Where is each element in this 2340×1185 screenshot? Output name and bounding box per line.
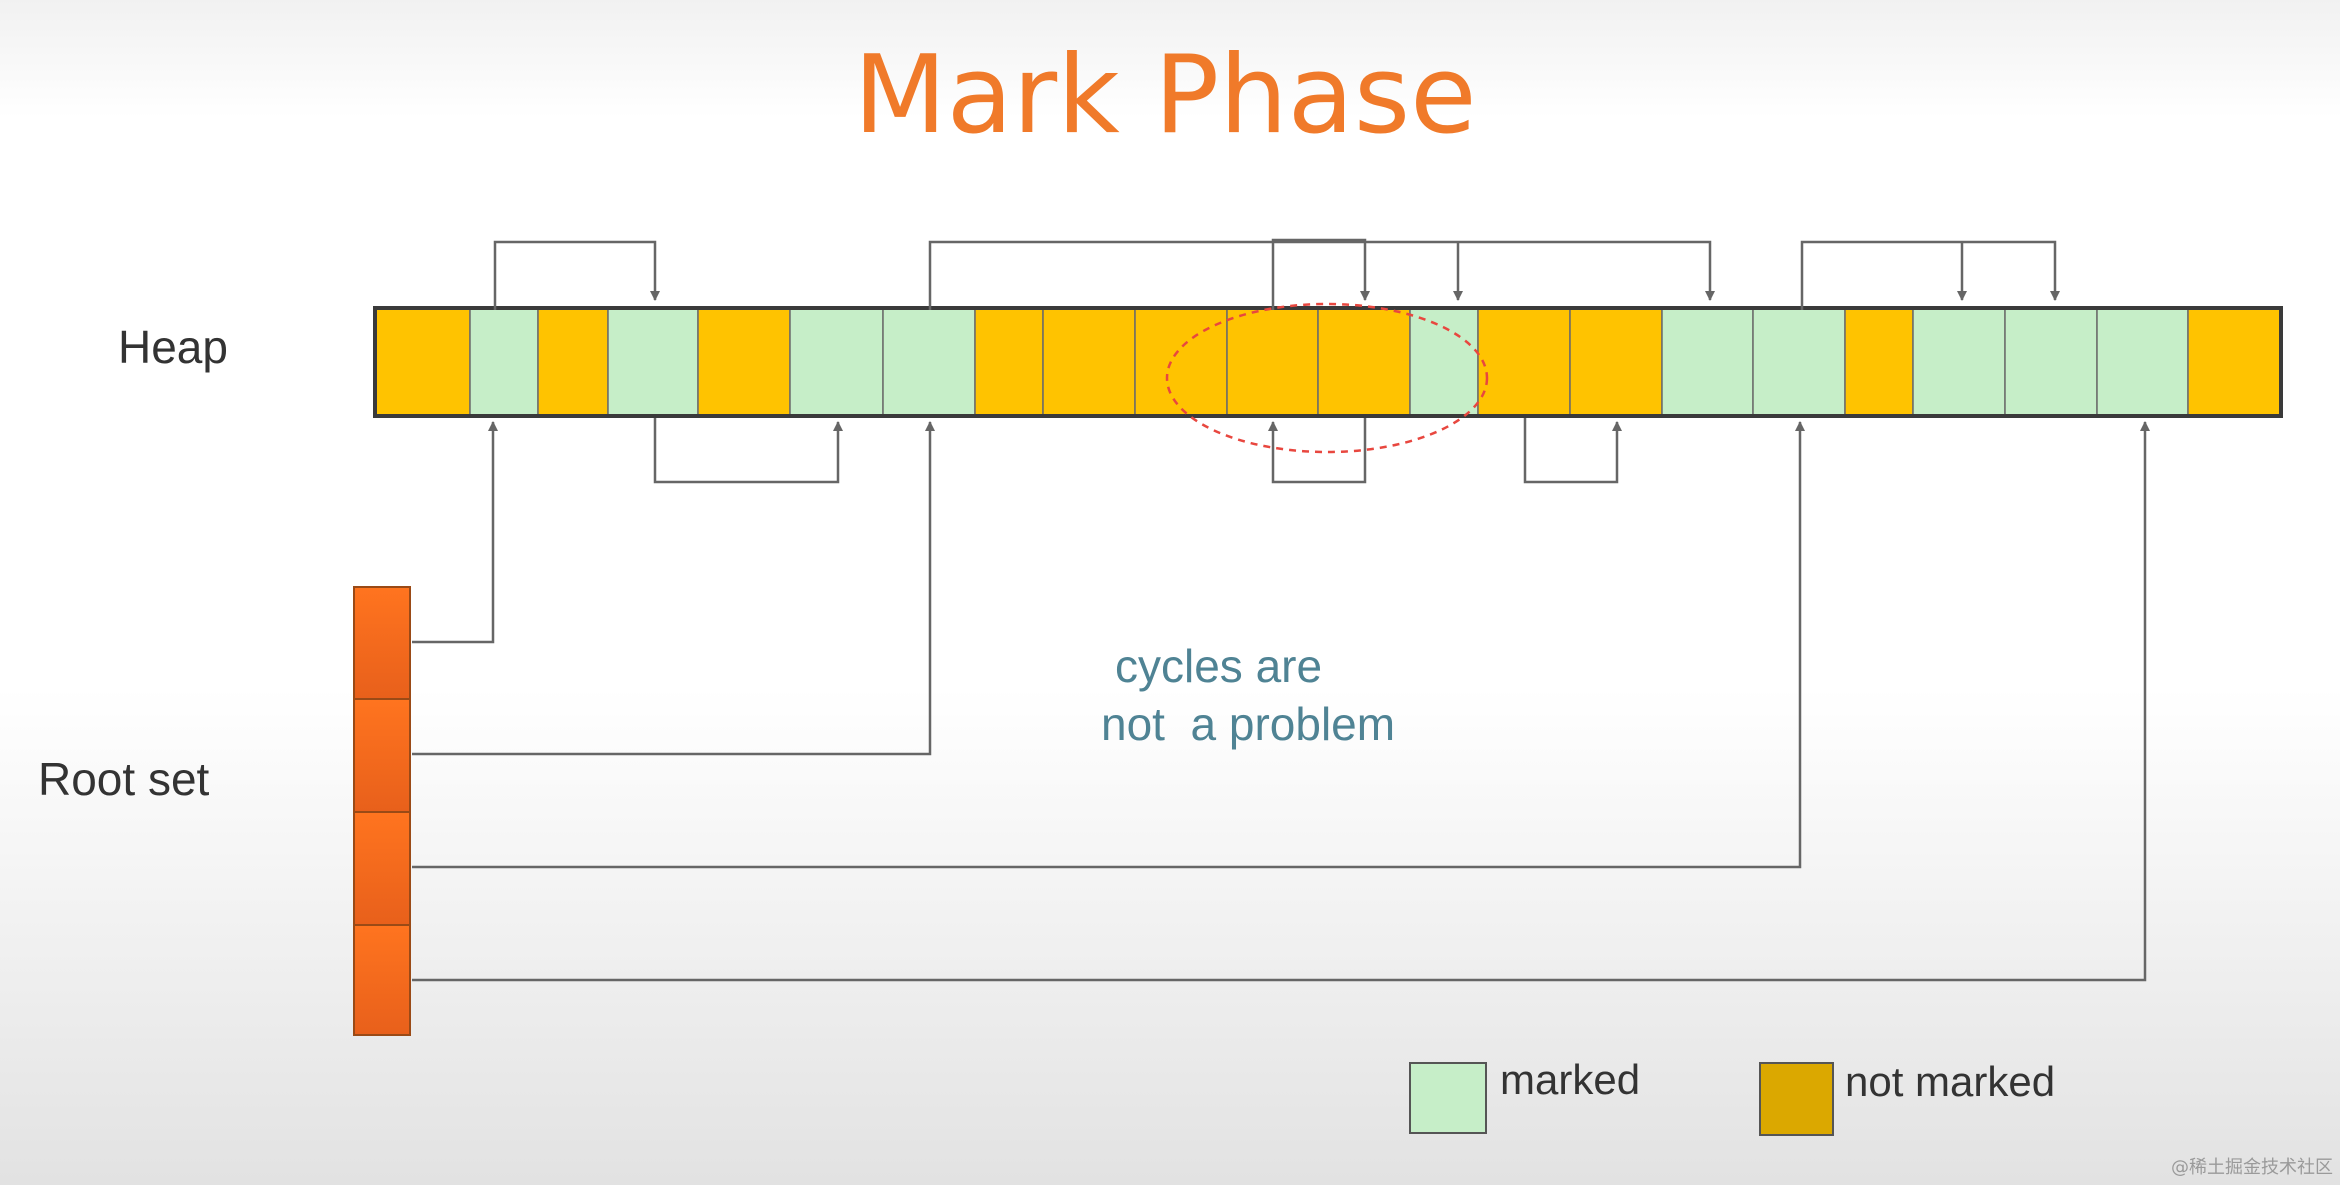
watermark: @稀土掘金技术社区 bbox=[2171, 1157, 2333, 1178]
heap-cell-marked bbox=[789, 307, 884, 417]
heap-cell-not-marked bbox=[1317, 307, 1411, 417]
pointer-arrow bbox=[653, 418, 843, 484]
heap-cell-marked bbox=[1661, 307, 1754, 417]
pointer-arrow bbox=[1800, 240, 2060, 310]
heap-label: Heap bbox=[118, 321, 228, 373]
cycles-note-line1: cycles are bbox=[1115, 640, 1322, 692]
root-set-cell bbox=[353, 586, 411, 700]
legend-not-marked-swatch bbox=[1759, 1062, 1834, 1136]
root-pointer-arrow bbox=[412, 421, 2150, 982]
heap-cell-marked bbox=[1912, 307, 2006, 417]
heap-cell-not-marked bbox=[1042, 307, 1136, 417]
legend-not-marked-label: not marked bbox=[1845, 1058, 2055, 1105]
heap-border bbox=[373, 306, 2283, 418]
heap-cell-marked bbox=[2004, 307, 2098, 417]
legend-marked-label: marked bbox=[1500, 1056, 1640, 1103]
root-set bbox=[353, 586, 411, 1036]
root-set-cell bbox=[353, 698, 411, 813]
root-pointer-arrow bbox=[412, 421, 935, 756]
pointer-arrows bbox=[412, 238, 2150, 982]
heap-cell-not-marked bbox=[1569, 307, 1663, 417]
pointer-arrow bbox=[493, 240, 660, 310]
pointer-arrow bbox=[1268, 418, 1367, 484]
root-pointer-arrow bbox=[412, 421, 1805, 869]
heap-cell-not-marked bbox=[1844, 307, 1914, 417]
pointer-arrow bbox=[1271, 238, 1370, 310]
heap-cell-marked bbox=[1409, 307, 1479, 417]
heap-cell-not-marked bbox=[974, 307, 1044, 417]
root-set-cell bbox=[353, 811, 411, 926]
heap-cell-not-marked bbox=[374, 307, 471, 417]
root-pointer-arrow bbox=[412, 421, 498, 644]
heap-row bbox=[373, 306, 2283, 418]
heap-cell-marked bbox=[1752, 307, 1846, 417]
root-set-cell bbox=[353, 924, 411, 1036]
legend-marked-swatch bbox=[1409, 1062, 1487, 1134]
heap-cell-not-marked bbox=[537, 307, 609, 417]
heap-cell-not-marked bbox=[1226, 307, 1319, 417]
cycles-note-line2: not a problem bbox=[1101, 698, 1395, 750]
heap-cell-not-marked bbox=[2187, 307, 2282, 417]
heap-cell-marked bbox=[882, 307, 976, 417]
legend: marked not marked bbox=[1409, 1056, 2055, 1136]
heap-cell-marked bbox=[2096, 307, 2189, 417]
heap-cell-not-marked bbox=[1134, 307, 1228, 417]
heap-cell-marked bbox=[469, 307, 539, 417]
heap-cell-not-marked bbox=[1477, 307, 1571, 417]
heap-cell-marked bbox=[607, 307, 699, 417]
pointer-arrow bbox=[928, 240, 1715, 310]
heap-cell-not-marked bbox=[697, 307, 791, 417]
page-title: Mark Phase bbox=[853, 33, 1476, 158]
pointer-arrow bbox=[1523, 418, 1622, 484]
root-set-label: Root set bbox=[38, 753, 210, 805]
cycle-highlight-ellipse bbox=[1165, 302, 1489, 454]
